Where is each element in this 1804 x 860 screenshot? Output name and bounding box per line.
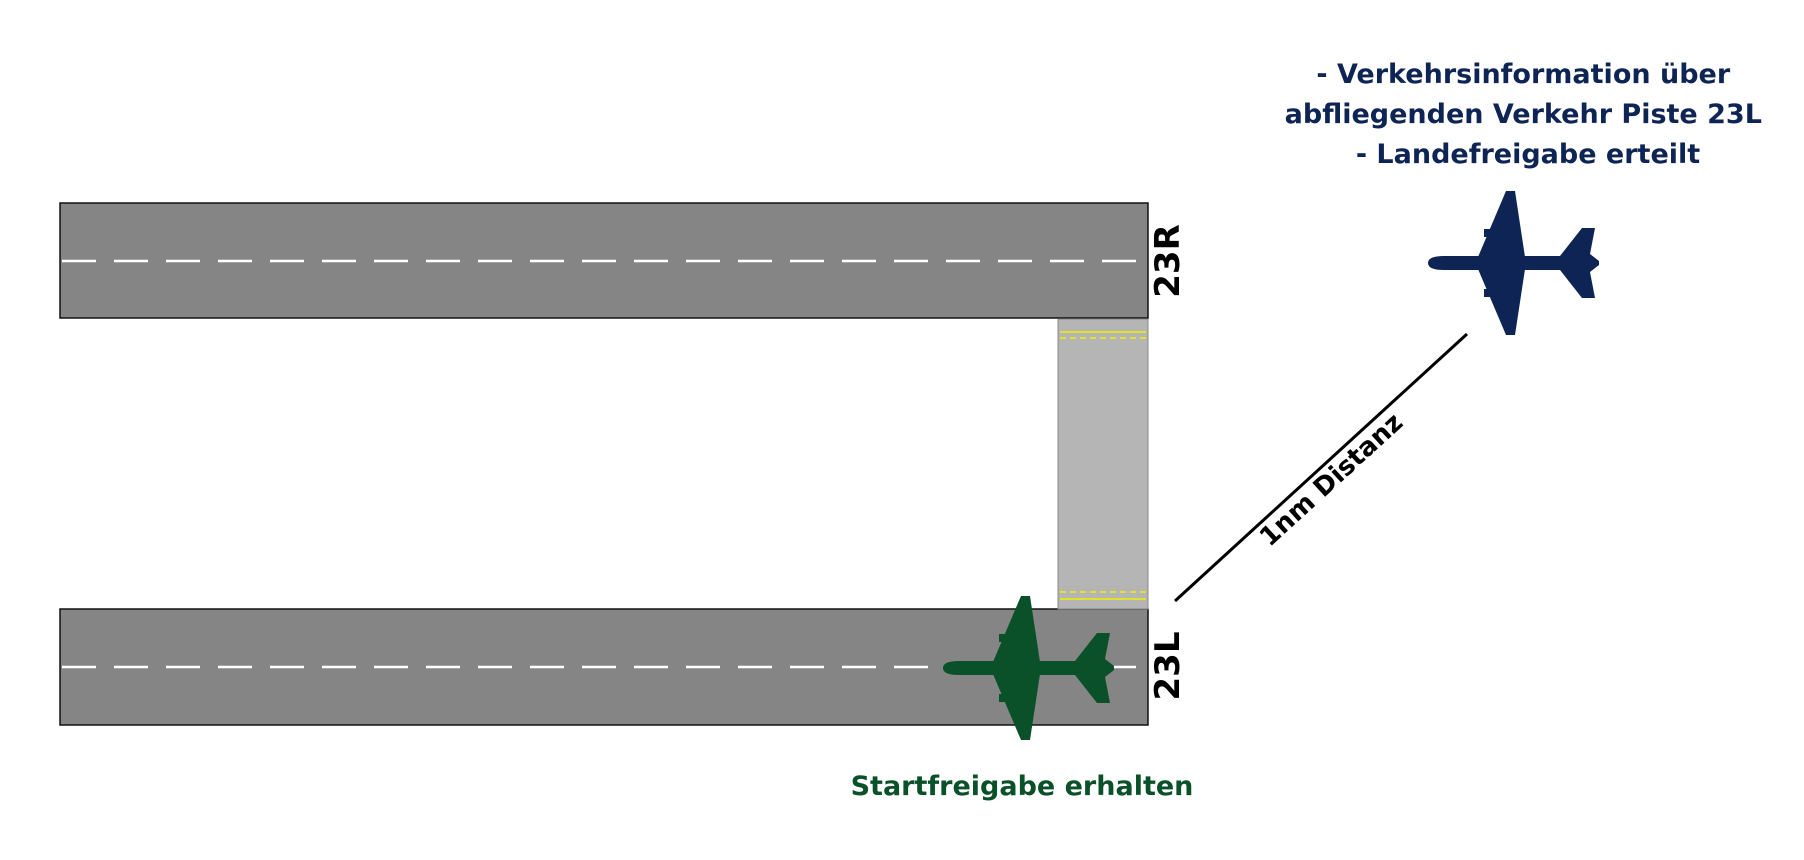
departing-aircraft-label: Startfreigabe erhalten [851, 771, 1194, 802]
distance-line [1173, 332, 1469, 603]
landing-info-line-1: - Verkehrsinformation über [1316, 59, 1730, 90]
landing-info-line-2: abfliegenden Verkehr Piste 23L [1285, 99, 1762, 130]
landing-aircraft-info: - Verkehrsinformation über abfliegenden … [1285, 59, 1772, 170]
runway-23l-label: 23L [1148, 632, 1188, 701]
landing-info-line-3: - Landefreigabe erteilt [1356, 139, 1700, 170]
distance-label: 1nm Distanz [1254, 408, 1409, 553]
landing-aircraft-airplane-icon [1428, 191, 1599, 335]
taxiway [1057, 318, 1149, 610]
runway-23r-label: 23R [1148, 224, 1188, 298]
